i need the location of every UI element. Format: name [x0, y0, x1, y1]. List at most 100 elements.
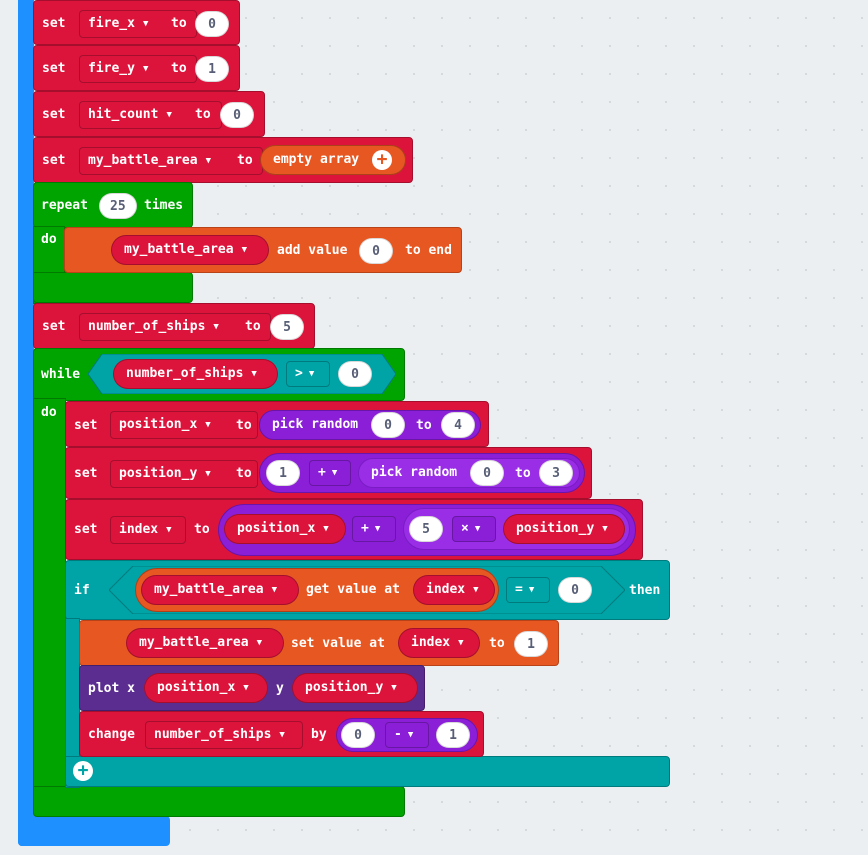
array-variable-dropdown[interactable]: my_battle_area▼ — [126, 628, 284, 658]
to-keyword: to — [489, 636, 505, 651]
plus-circle-icon[interactable]: + — [73, 761, 93, 781]
math-operator-dropdown[interactable]: +▼ — [309, 460, 351, 486]
triangle-down-icon: ▼ — [205, 420, 211, 430]
triangle-down-icon: ▼ — [243, 683, 249, 693]
triangle-down-icon: ▼ — [142, 64, 149, 74]
while-keyword: while — [41, 367, 81, 382]
triangle-down-icon: ▼ — [458, 638, 464, 648]
repeat-block-top[interactable]: repeat 25 times — [33, 182, 193, 228]
variable-dropdown[interactable]: index▼ — [110, 516, 186, 544]
random-min-input[interactable]: 0 — [470, 460, 504, 486]
index-variable-dropdown[interactable]: index▼ — [413, 575, 495, 605]
value-input[interactable]: 1 — [514, 631, 548, 657]
triangle-down-icon: ▼ — [323, 524, 329, 534]
random-max-input[interactable]: 4 — [441, 412, 475, 438]
get-value-label: get value at — [306, 582, 400, 597]
value-input[interactable]: 0 — [195, 11, 229, 37]
triangle-down-icon: ▼ — [528, 585, 535, 595]
variable-dropdown[interactable]: number_of_ships▼ — [145, 721, 303, 749]
add-value-block[interactable]: my_battle_area▼ add value 0 to end — [64, 227, 462, 273]
math-operator-dropdown[interactable]: +▼ — [352, 516, 396, 542]
variable-dropdown[interactable]: number_of_ships▼ — [79, 313, 271, 341]
position-x-variable[interactable]: position_x▼ — [144, 673, 268, 703]
variable-dropdown[interactable]: my_battle_area▼ — [79, 147, 263, 175]
to-keyword: to — [515, 466, 531, 481]
compare-operator-dropdown[interactable]: =▼ — [506, 577, 550, 603]
set-fire-y-block[interactable]: set fire_y▼ to 1 — [33, 45, 240, 91]
position-x-variable[interactable]: position_x▼ — [224, 514, 346, 544]
set-keyword: set — [42, 16, 66, 31]
event-block-bottom[interactable] — [18, 816, 170, 846]
array-variable-dropdown[interactable]: my_battle_area▼ — [111, 235, 269, 265]
to-keyword: to — [236, 418, 252, 433]
repeat-block-bottom — [33, 272, 193, 303]
if-block-bottom — [65, 756, 670, 787]
to-keyword: to — [236, 466, 252, 481]
set-index-block[interactable]: set index▼ to position_x▼ +▼ 5 ×▼ positi… — [65, 499, 643, 560]
plus-circle-icon[interactable]: + — [372, 150, 392, 170]
array-variable-dropdown[interactable]: my_battle_area▼ — [141, 575, 299, 605]
triangle-down-icon: ▼ — [251, 369, 257, 379]
subtract-right-input[interactable]: 1 — [436, 722, 470, 748]
to-keyword: to — [245, 319, 261, 334]
to-keyword: to — [237, 153, 253, 168]
position-y-variable[interactable]: position_y▼ — [503, 514, 625, 544]
change-block[interactable]: change number_of_ships▼ by 0 -▼ 1 — [79, 711, 484, 757]
variable-dropdown[interactable]: hit_count▼ — [79, 101, 222, 129]
random-min-input[interactable]: 0 — [371, 412, 405, 438]
compare-value-input[interactable]: 0 — [558, 577, 592, 603]
plot-x-keyword: plot x — [88, 681, 135, 696]
value-input[interactable]: 0 — [220, 102, 254, 128]
triangle-down-icon: ▼ — [205, 156, 211, 166]
set-position-y-block[interactable]: set position_y▼ to 1 +▼ pick random 0 to… — [65, 447, 592, 499]
math-operator-dropdown[interactable]: -▼ — [385, 722, 429, 748]
triangle-down-icon: ▼ — [407, 730, 414, 740]
to-keyword: to — [171, 61, 187, 76]
index-variable-dropdown[interactable]: index▼ — [398, 628, 480, 658]
compare-value-input[interactable]: 0 — [338, 361, 372, 387]
add-left-input[interactable]: 1 — [266, 460, 300, 486]
value-input[interactable]: 0 — [359, 238, 393, 264]
add-value-label: add value — [277, 243, 348, 258]
set-number-of-ships-block[interactable]: set number_of_ships▼ to 5 — [33, 303, 315, 349]
repeat-keyword: repeat — [41, 198, 88, 213]
random-max-input[interactable]: 3 — [539, 460, 573, 486]
set-keyword: set — [42, 319, 66, 334]
math-operator-dropdown[interactable]: ×▼ — [452, 516, 496, 542]
triangle-down-icon: ▼ — [331, 468, 338, 478]
subtract-left-input[interactable]: 0 — [341, 722, 375, 748]
set-fire-x-block[interactable]: set fire_x▼ to 0 — [33, 0, 240, 45]
while-block-bottom — [33, 786, 405, 817]
multiply-left-input[interactable]: 5 — [409, 516, 443, 542]
set-keyword: set — [74, 522, 98, 537]
variable-dropdown[interactable]: position_y▼ — [110, 460, 258, 488]
compare-operator-dropdown[interactable]: >▼ — [286, 361, 330, 387]
triangle-down-icon: ▼ — [473, 585, 479, 595]
triangle-down-icon: ▼ — [142, 19, 149, 29]
set-position-x-block[interactable]: set position_x▼ to pick random 0 to 4 — [65, 401, 489, 447]
variable-dropdown[interactable]: fire_y▼ — [79, 55, 197, 83]
do-keyword: do — [41, 405, 57, 420]
triangle-down-icon: ▼ — [241, 245, 247, 255]
plot-block[interactable]: plot x position_x▼ y position_y▼ — [79, 665, 425, 711]
set-value-at-block[interactable]: my_battle_area▼ set value at index▼ to 1 — [79, 620, 559, 666]
then-keyword: then — [629, 583, 661, 598]
by-keyword: by — [311, 727, 327, 742]
set-battle-area-block[interactable]: set my_battle_area▼ to empty array + — [33, 137, 413, 183]
position-y-variable[interactable]: position_y▼ — [292, 673, 418, 703]
value-input[interactable]: 1 — [195, 56, 229, 82]
triangle-down-icon: ▼ — [474, 524, 481, 534]
variable-dropdown[interactable]: position_x▼ — [110, 411, 258, 439]
change-keyword: change — [88, 727, 135, 742]
to-end-label: to end — [405, 243, 452, 258]
to-keyword: to — [195, 107, 211, 122]
while-variable-dropdown[interactable]: number_of_ships▼ — [113, 359, 278, 389]
triangle-down-icon: ▼ — [279, 730, 285, 740]
value-input[interactable]: 5 — [270, 314, 304, 340]
event-block-side[interactable] — [18, 0, 34, 846]
set-hit-count-block[interactable]: set hit_count▼ to 0 — [33, 91, 265, 137]
variable-dropdown[interactable]: fire_x▼ — [79, 10, 197, 38]
repeat-count-input[interactable]: 25 — [99, 193, 137, 219]
triangle-down-icon: ▼ — [166, 525, 172, 535]
set-keyword: set — [42, 61, 66, 76]
